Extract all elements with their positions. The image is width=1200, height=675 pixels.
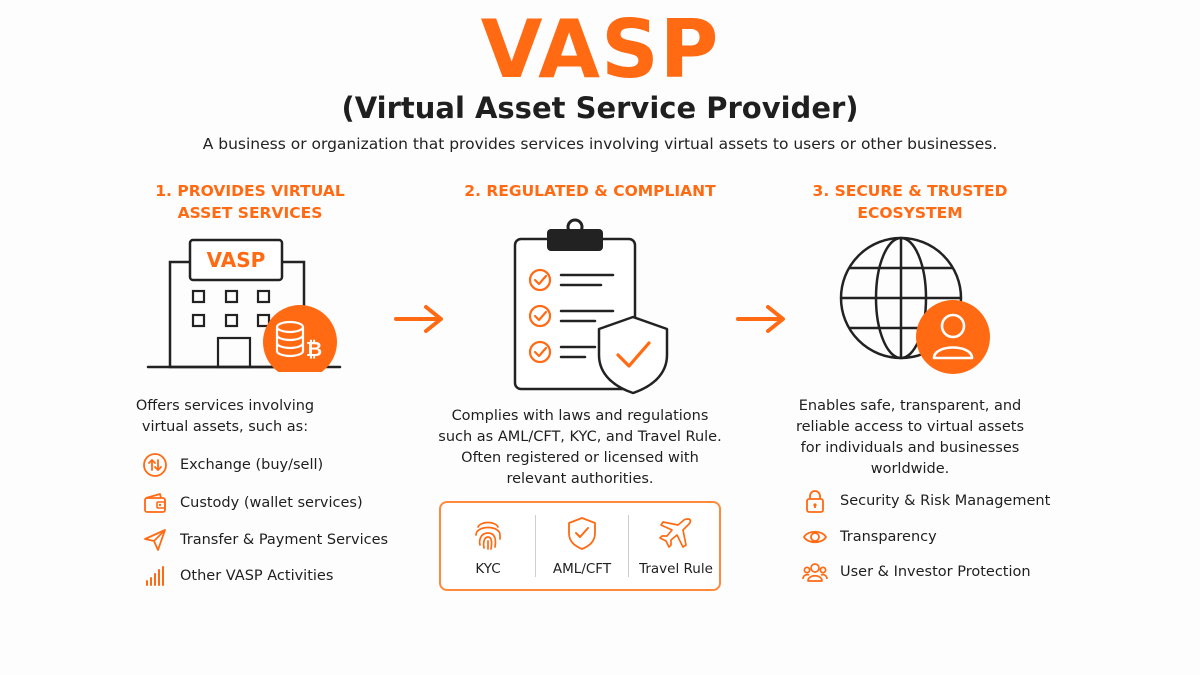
airplane-icon [659, 518, 692, 548]
globe-user-illustration [839, 236, 990, 374]
list-item: Transparency [802, 524, 937, 550]
badge-divider [628, 515, 629, 577]
exchange-icon [143, 453, 167, 477]
building-illustration: VASP ₿ [146, 238, 342, 372]
badge-label: Travel Rule [639, 561, 713, 577]
list-item-label: User & Investor Protection [840, 564, 1031, 580]
column-3-body: Enables safe, transparent, and reliable … [780, 396, 1040, 480]
column-2-body-line-2: such as AML/CFT, KYC, and Travel Rule. [438, 429, 722, 445]
column-1-heading-line-2: ASSET SERVICES [177, 204, 323, 222]
badge-travel-rule: Travel Rule [629, 503, 723, 589]
column-2-heading: 2. REGULATED & COMPLIANT [440, 180, 740, 202]
column-2-body: Complies with laws and regulations such … [430, 406, 730, 490]
service-list: Exchange (buy/sell) Custody (wallet serv… [142, 452, 402, 592]
building-sign-text: VASP [207, 248, 266, 272]
list-item-label: Transparency [840, 529, 937, 545]
list-item-label: Custody (wallet services) [180, 495, 363, 511]
shield-check-icon [568, 517, 596, 550]
list-item: Security & Risk Management [802, 488, 1050, 514]
arrow-right-icon [394, 305, 443, 333]
badge-label: KYC [475, 561, 501, 577]
column-3-body-line-4: worldwide. [870, 461, 950, 477]
column-3-heading-line-2: ECOSYSTEM [857, 204, 963, 222]
column-1-body-line-2: virtual assets, such as: [141, 419, 309, 435]
list-item: Transfer & Payment Services [142, 527, 388, 553]
wallet-icon [144, 493, 166, 513]
paper-plane-icon [144, 529, 166, 551]
list-item: User & Investor Protection [802, 559, 1031, 585]
clipboard-checklist-illustration [513, 218, 669, 395]
bar-chart-icon [146, 566, 164, 586]
fingerprint-icon [475, 521, 501, 550]
trust-list: Security & Risk Management Transparency … [802, 488, 1062, 588]
page-subtitle: (Virtual Asset Service Provider) [341, 91, 859, 125]
column-2-body-line-3: Often registered or licensed with [461, 450, 699, 466]
column-1-body: Offers services involving virtual assets… [120, 396, 330, 438]
users-icon [802, 563, 828, 582]
list-item: Custody (wallet services) [142, 490, 363, 516]
column-1-heading-line-1: 1. PROVIDES VIRTUAL [155, 182, 345, 200]
list-item-label: Exchange (buy/sell) [180, 457, 324, 473]
column-2-heading-line-1: 2. REGULATED & COMPLIANT [464, 182, 716, 200]
lock-icon [806, 490, 824, 513]
list-item-label: Other VASP Activities [180, 568, 334, 584]
compliance-badges: KYC AML/CFT Travel Rule [439, 501, 721, 591]
svg-text:₿: ₿ [306, 337, 322, 361]
page-title: VASP [480, 3, 720, 96]
column-2-body-line-1: Complies with laws and regulations [451, 408, 709, 424]
column-2-body-line-4: relevant authorities. [506, 471, 654, 487]
column-3-heading-line-1: 3. SECURE & TRUSTED [812, 182, 1008, 200]
column-3-heading: 3. SECURE & TRUSTED ECOSYSTEM [780, 180, 1040, 224]
shield-check-icon [597, 315, 669, 395]
eye-icon [803, 530, 827, 544]
badge-kyc: KYC [441, 503, 535, 589]
column-1-heading: 1. PROVIDES VIRTUAL ASSET SERVICES [120, 180, 380, 224]
list-item: Exchange (buy/sell) [142, 452, 323, 478]
column-3-body-line-3: for individuals and businesses [800, 440, 1020, 456]
list-item-label: Transfer & Payment Services [180, 532, 389, 548]
arrow-right-icon [736, 305, 785, 333]
column-1-body-line-1: Offers services involving [135, 398, 315, 414]
list-item: Other VASP Activities [142, 563, 333, 589]
column-3-body-line-1: Enables safe, transparent, and [798, 398, 1022, 414]
badge-divider [535, 515, 536, 577]
column-3-body-line-2: reliable access to virtual assets [795, 419, 1025, 435]
badge-label: AML/CFT [552, 561, 612, 577]
badge-aml-cft: AML/CFT [535, 503, 629, 589]
list-item-label: Security & Risk Management [840, 493, 1051, 509]
page-description: A business or organization that provides… [202, 135, 998, 153]
